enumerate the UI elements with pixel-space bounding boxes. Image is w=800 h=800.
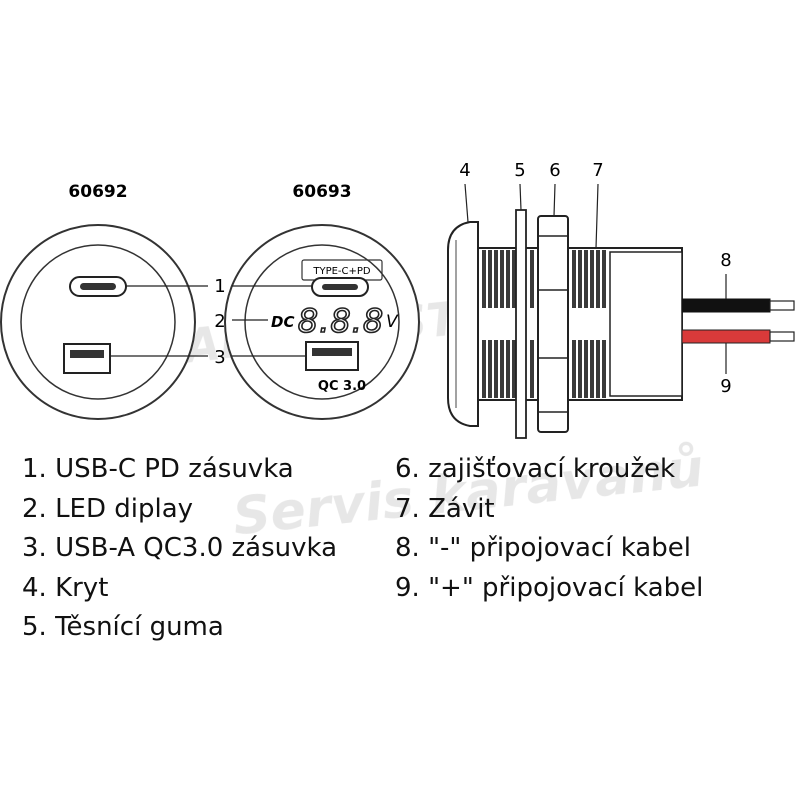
- side-view: [447, 209, 795, 439]
- thread-ridge: [500, 340, 504, 398]
- thread-ridge: [482, 250, 486, 308]
- thread-ridge: [572, 340, 576, 398]
- legend-item-8: 8. "-" připojovací kabel: [395, 533, 691, 563]
- svg-text:4: 4: [459, 160, 470, 181]
- thread-ridge: [584, 340, 588, 398]
- callout-9: 9: [720, 343, 732, 397]
- legend-item-3: 3. USB-A QC3.0 zásuvka: [22, 533, 338, 563]
- legend-right: 6. zajišťovací kroužek 7. Závit 8. "-" p…: [395, 450, 703, 608]
- callout-1: 1: [126, 276, 312, 297]
- cover: [447, 221, 479, 427]
- callout-8: 8: [720, 250, 732, 299]
- thread-ridge: [572, 250, 576, 308]
- usb-a-port: [63, 343, 111, 374]
- legend-item-5: 5. Těsnící guma: [22, 612, 224, 642]
- svg-text:7: 7: [592, 160, 603, 181]
- cable-negative: [681, 298, 771, 313]
- legend-item-9: 9. "+" připojovací kabel: [395, 572, 704, 603]
- callout-4: 4: [459, 160, 471, 223]
- thread-ridge: [590, 250, 594, 308]
- callout-7: 7: [592, 160, 604, 249]
- svg-text:3: 3: [214, 347, 225, 368]
- thread: [482, 250, 606, 308]
- svg-text:1: 1: [214, 276, 225, 297]
- thread-ridge: [530, 340, 534, 398]
- thread-ridge: [488, 340, 492, 398]
- callout-6: 6: [549, 160, 561, 217]
- thread-ridge: [512, 340, 516, 398]
- device-60692-front: [0, 224, 196, 420]
- gasket: [515, 209, 527, 439]
- thread-ridge: [512, 250, 516, 308]
- thread-ridge: [602, 250, 606, 308]
- thread-ridge: [590, 340, 594, 398]
- thread-ridge: [494, 250, 498, 308]
- thread-ridge: [578, 340, 582, 398]
- type-c-label: TYPE-C+PD: [312, 266, 371, 277]
- svg-text:6: 6: [549, 160, 560, 181]
- legend-item-4: 4. Kryt: [22, 572, 109, 603]
- svg-text:9: 9: [720, 376, 731, 397]
- thread-ridge: [488, 250, 492, 308]
- thread-ridge: [506, 340, 510, 398]
- qc-label: QC 3.0: [318, 379, 366, 394]
- thread-ridge: [578, 250, 582, 308]
- legend-item-2: 2. LED diplay: [22, 493, 194, 524]
- callout-5: 5: [514, 160, 526, 211]
- thread-ridge: [500, 250, 504, 308]
- legend-item-6: 6. zajišťovací kroužek: [395, 454, 676, 484]
- thread-ridge: [596, 250, 600, 308]
- thread-ridge: [530, 250, 534, 308]
- model-60692-label: 60692: [68, 182, 127, 202]
- device-60693-front: TYPE-C+PD DC 8.8.8 V QC 3.0: [224, 224, 420, 420]
- callout-2: 2: [214, 311, 268, 332]
- dc-label: DC: [271, 313, 294, 331]
- legend-item-7: 7. Závit: [395, 493, 495, 524]
- svg-text:8: 8: [720, 250, 731, 271]
- legend-left: 1. USB-C PD zásuvka 2. LED diplay 3. USB…: [22, 450, 337, 648]
- cable-positive: [681, 329, 771, 344]
- callout-3: 3: [110, 347, 306, 368]
- locking-ring: [537, 215, 569, 433]
- thread-ridge: [602, 340, 606, 398]
- thread-ridge: [506, 250, 510, 308]
- svg-text:5: 5: [514, 160, 525, 181]
- thread-ridge: [596, 340, 600, 398]
- led-display: 8.8.8: [298, 302, 384, 340]
- thread-ridge: [584, 250, 588, 308]
- volt-label: V: [386, 312, 399, 332]
- svg-text:2: 2: [214, 311, 225, 332]
- thread-ridge: [494, 340, 498, 398]
- thread-ridge: [482, 340, 486, 398]
- legend-item-1: 1. USB-C PD zásuvka: [22, 454, 294, 484]
- model-60693-label: 60693: [292, 182, 351, 202]
